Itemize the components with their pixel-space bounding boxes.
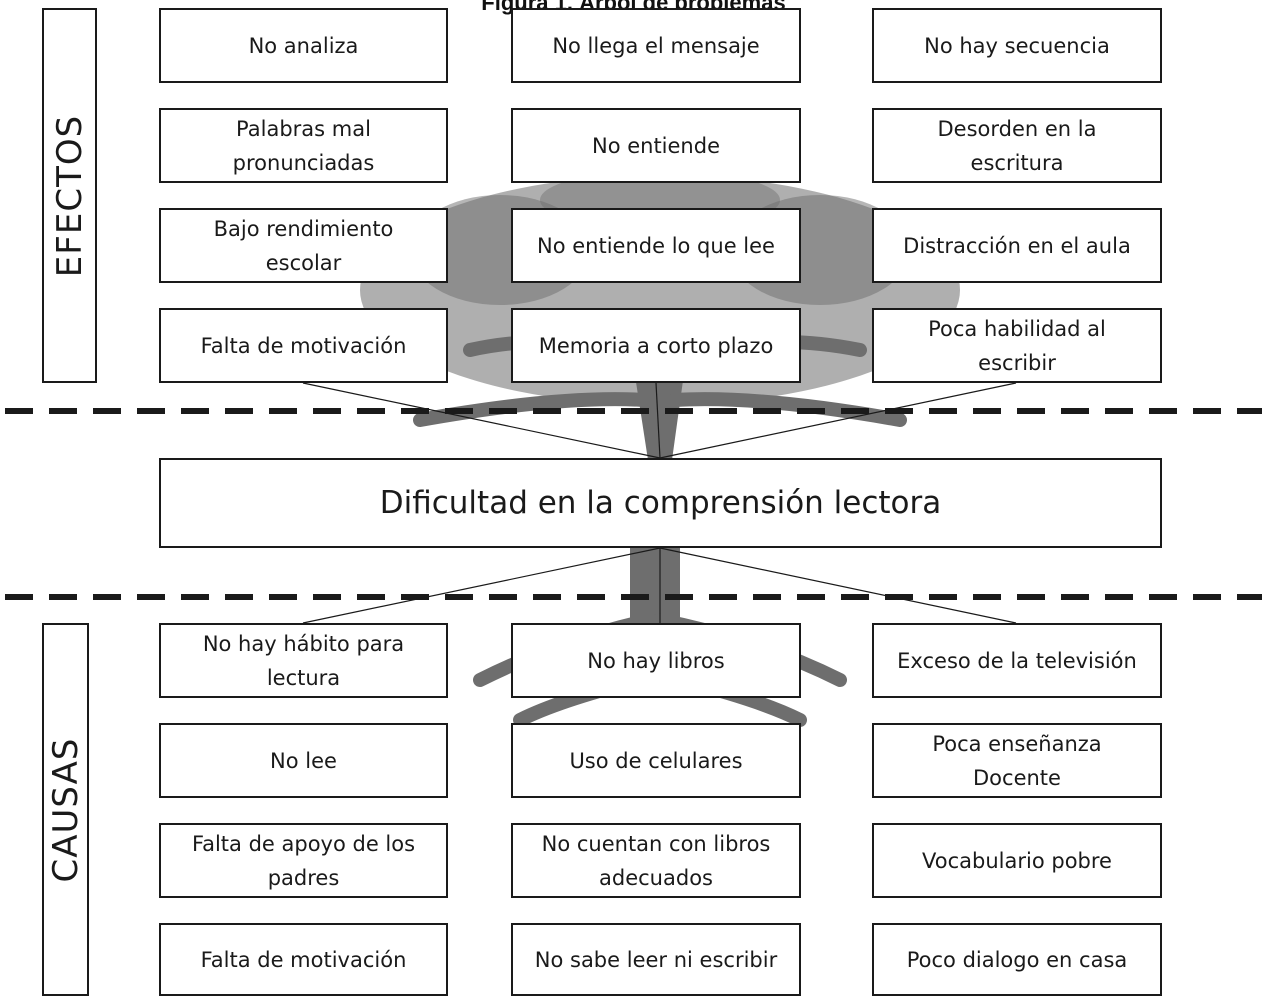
effect-box: Memoria a corto plazo [511,308,801,383]
effect-box: No analiza [159,8,448,83]
central-problem-box: Dificultad en la comprensión lectora [159,458,1162,548]
causes-label-text: CAUSAS [45,737,86,882]
cause-box: Falta de motivación [159,923,448,996]
cause-box: No cuentan con libros adecuados [511,823,801,898]
cause-box: Falta de apoyo de los padres [159,823,448,898]
effects-label-text: EFECTOS [49,114,90,277]
effects-section-label: EFECTOS [42,8,97,383]
effect-box: Falta de motivación [159,308,448,383]
cause-box: Poco dialogo en casa [872,923,1162,996]
effect-box: No entiende lo que lee [511,208,801,283]
cause-box: No hay libros [511,623,801,698]
effect-box: Bajo rendimiento escolar [159,208,448,283]
effect-box: Distracción en el aula [872,208,1162,283]
cause-box: No lee [159,723,448,798]
cause-box: Poca enseñanza Docente [872,723,1162,798]
causes-section-label: CAUSAS [42,623,89,996]
effect-box: No entiende [511,108,801,183]
connector-lines [302,382,1017,624]
cause-box: Exceso de la televisión [872,623,1162,698]
effect-box: Poca habilidad al escribir [872,308,1162,383]
effect-box: Palabras mal pronunciadas [159,108,448,183]
cause-box: Uso de celulares [511,723,801,798]
effect-box: No llega el mensaje [511,8,801,83]
cause-box: No sabe leer ni escribir [511,923,801,996]
effect-box: Desorden en la escritura [872,108,1162,183]
cause-box: Vocabulario pobre [872,823,1162,898]
cause-box: No hay hábito para lectura [159,623,448,698]
effect-box: No hay secuencia [872,8,1162,83]
